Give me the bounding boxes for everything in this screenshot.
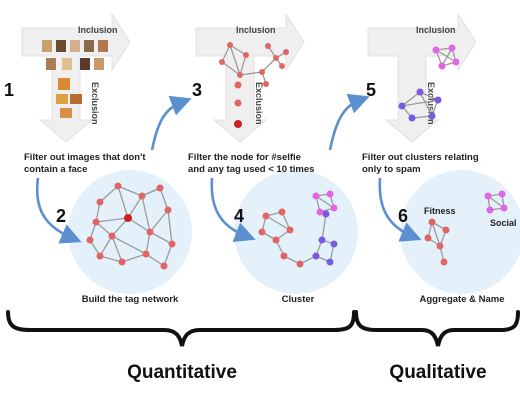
stage-1-big-arrow: Inclusion Exclusion [21, 12, 131, 143]
flow-arrow-5-to-6 [378, 177, 422, 242]
flow-arrow-1-to-2 [35, 177, 82, 244]
stage-1-inclusion-label: Inclusion [78, 25, 118, 35]
stage-2-network [86, 182, 176, 270]
stage-3-exclusion-label: Exclusion [254, 82, 264, 125]
stage-3-big-arrow: Inclusion Exclusion [195, 12, 305, 143]
stage-5-clusters [398, 44, 460, 122]
photo-thumbnails [42, 40, 108, 118]
step-number-4: 4 [234, 206, 244, 226]
caption-filter-faces-line1: Filter out images that don't [24, 152, 146, 163]
stage-1-exclusion-label: Exclusion [90, 82, 100, 125]
caption-filter-selfie-line1: Filter the node for #selfie [188, 152, 301, 163]
flow-arrow-2-to-3 [150, 95, 192, 151]
cluster-name-social: Social [490, 218, 517, 228]
step-number-3: 3 [192, 80, 202, 100]
quantitative-brace [6, 310, 356, 347]
quantitative-label: Quantitative [127, 362, 237, 383]
caption-filter-spam-line1: Filter out clusters relating [362, 152, 479, 163]
step-number-2: 2 [56, 206, 66, 226]
caption-filter-faces-line2: contain a face [24, 164, 87, 175]
step-number-1: 1 [4, 80, 14, 100]
stage-3-network [219, 42, 289, 128]
step-number-6: 6 [398, 206, 408, 226]
qualitative-label: Qualitative [389, 362, 486, 383]
caption-build-network: Build the tag network [82, 294, 179, 305]
qualitative-brace [354, 310, 520, 347]
caption-aggregate-name: Aggregate & Name [420, 294, 505, 305]
cluster-name-fitness: Fitness [424, 206, 456, 216]
caption-filter-spam-line2: only to spam [362, 164, 421, 175]
stage-5-big-arrow: Inclusion Exclusion [367, 12, 477, 143]
flow-arrow-4-to-5 [328, 93, 370, 151]
stage-6-bubble [400, 170, 520, 294]
stage-5-inclusion-label: Inclusion [416, 25, 456, 35]
stage-4-network [258, 190, 338, 268]
stage-2-bubble [68, 170, 192, 294]
stage-4-bubble [234, 170, 358, 294]
caption-filter-selfie-line2: and any tag used < 10 times [188, 164, 314, 175]
flow-arrow-3-to-4 [210, 177, 256, 242]
caption-cluster: Cluster [282, 294, 315, 305]
stage-5-exclusion-label: Exclusion [426, 82, 436, 125]
stage-3-inclusion-label: Inclusion [236, 25, 276, 35]
stage-6-network: Fitness Social [424, 190, 517, 266]
step-number-5: 5 [366, 80, 376, 100]
